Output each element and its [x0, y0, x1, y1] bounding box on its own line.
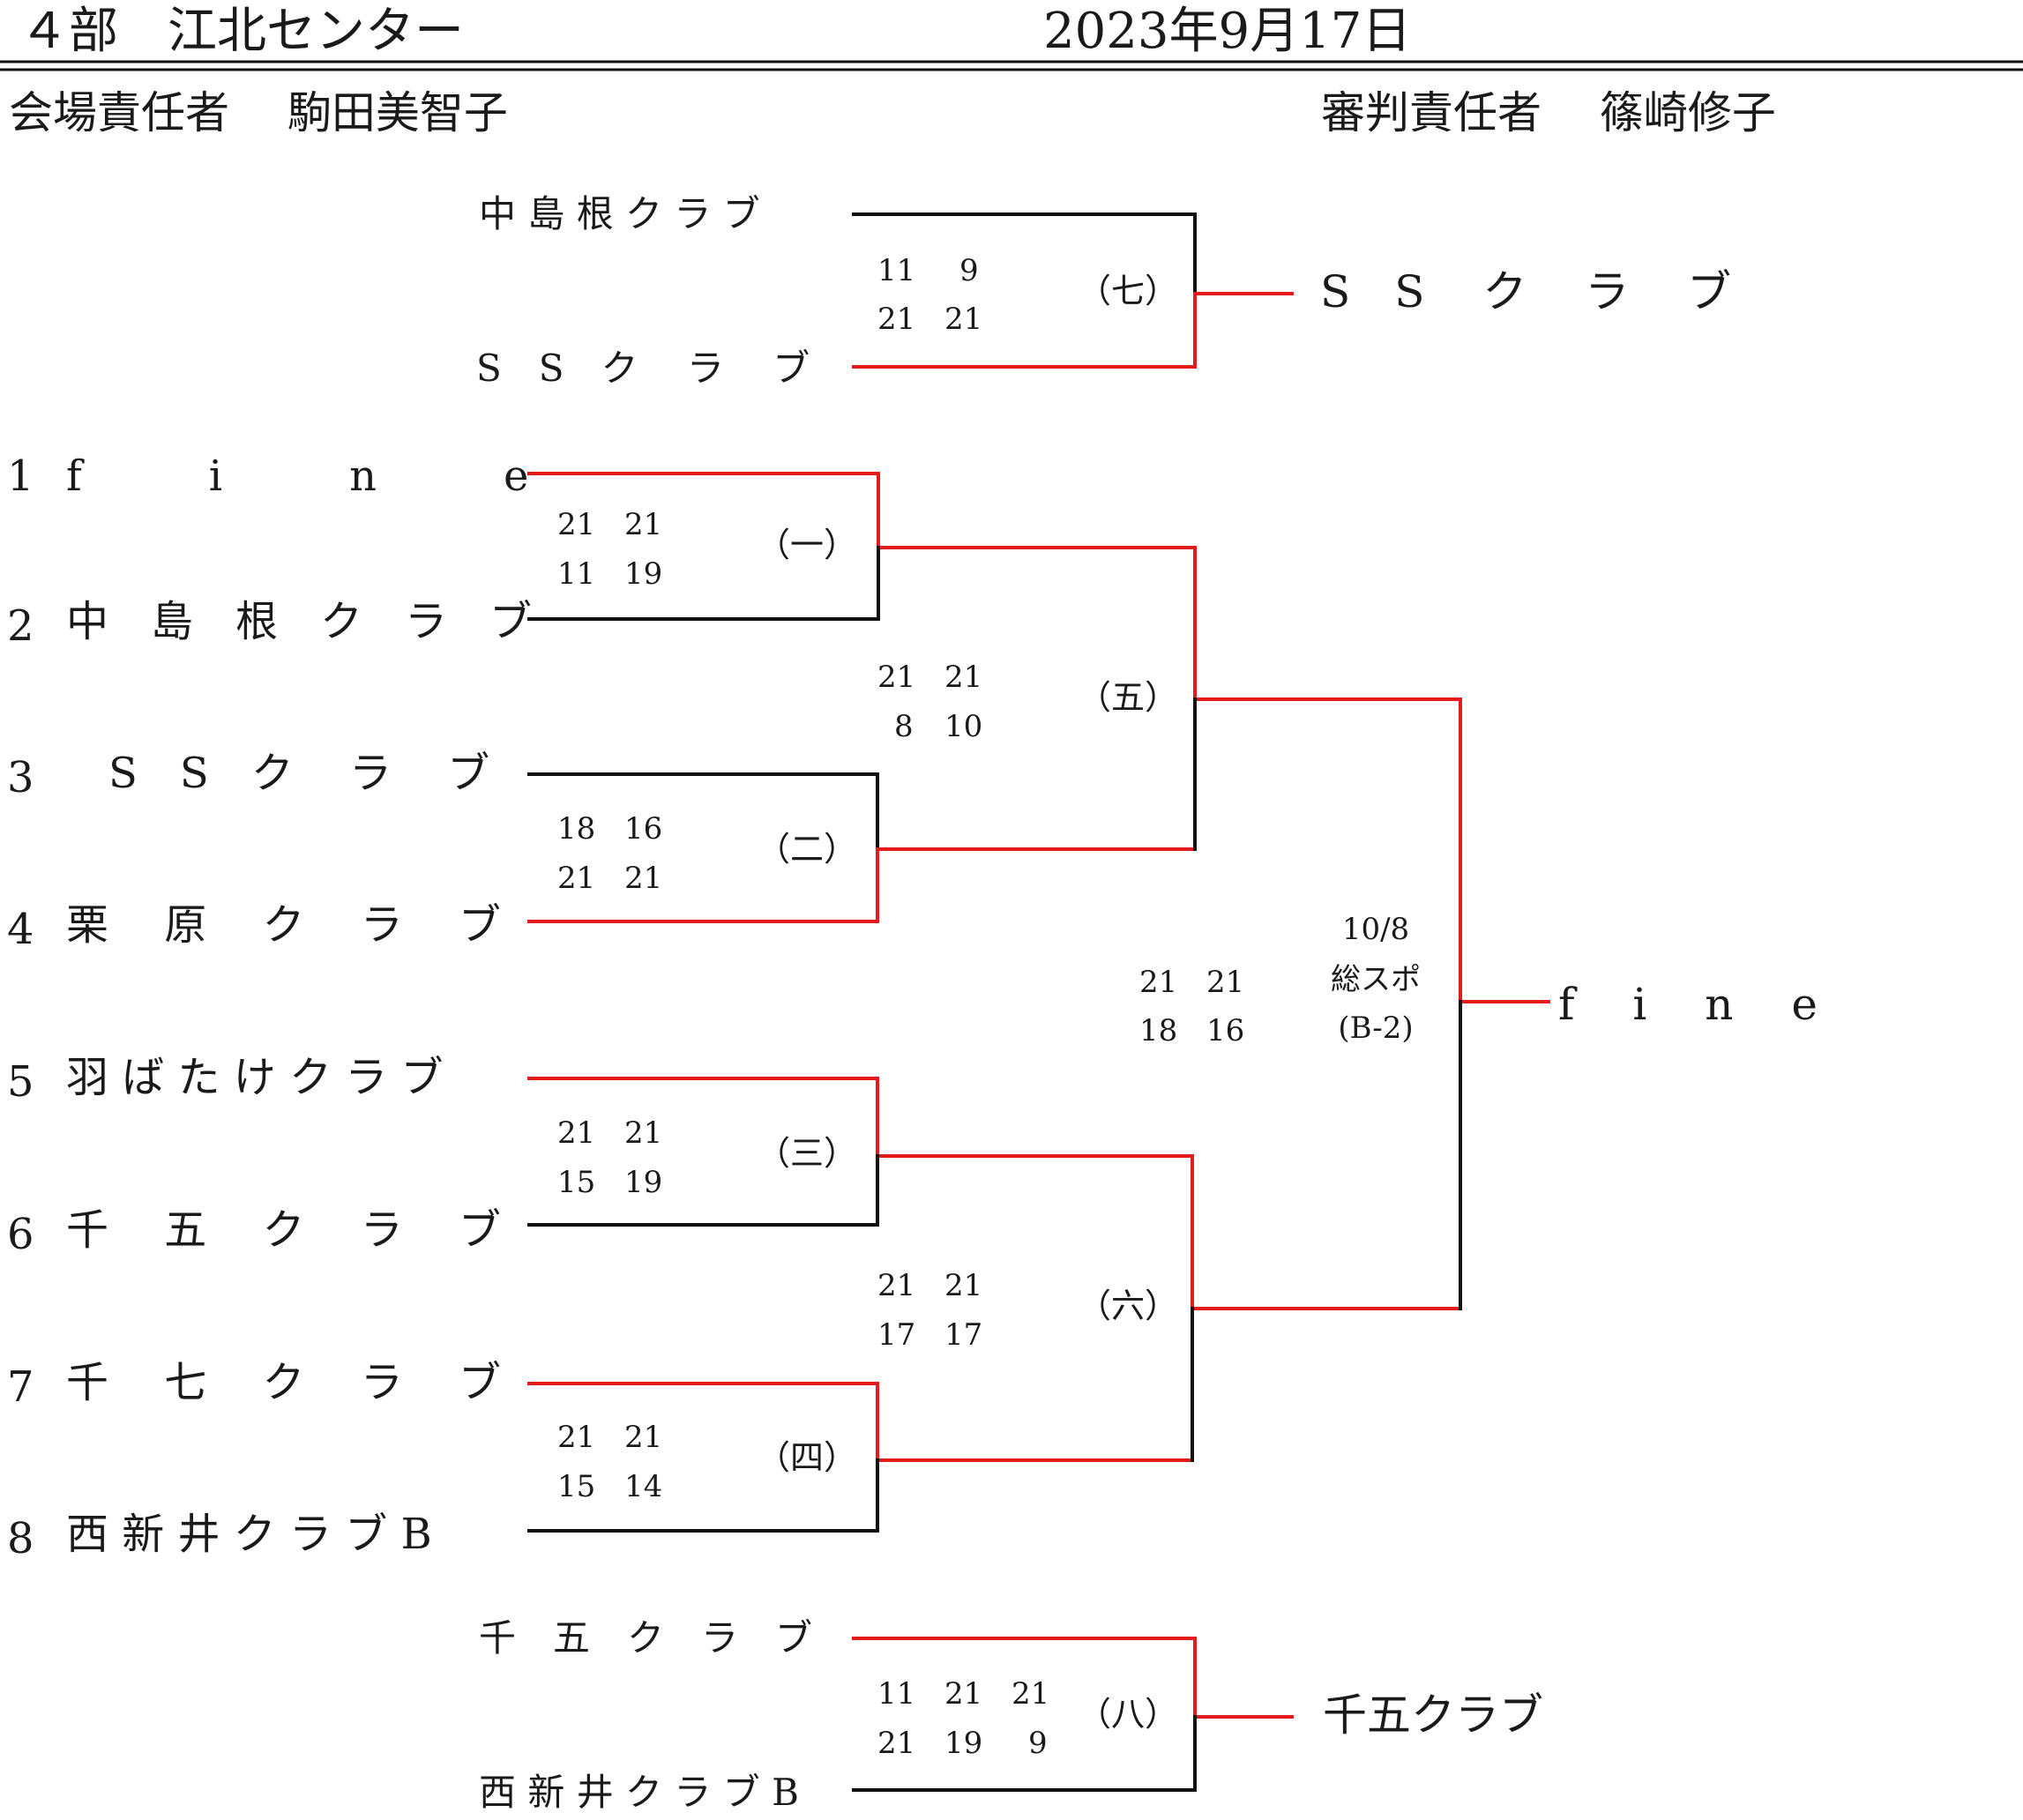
line-m4-win — [527, 1382, 1194, 1462]
final-score-1a: 21 — [1139, 965, 1178, 1000]
round-one: （一） — [757, 526, 858, 564]
line-m6-win — [1191, 1154, 1462, 1310]
seed-number: 2 — [7, 601, 34, 651]
top-team-b: S S ク ラ ブ — [476, 347, 810, 390]
top-score-2b: 21 — [944, 302, 983, 337]
m4-score-1a: 21 — [557, 1420, 596, 1455]
bottom-score-2c: 9 — [1028, 1726, 1048, 1761]
round-six: （六） — [1078, 1287, 1179, 1325]
line-m4-lose — [527, 1458, 879, 1533]
line-m1-win — [527, 472, 1197, 549]
bottom-score-1b: 21 — [944, 1676, 983, 1712]
m5-score-2b: 10 — [944, 709, 983, 744]
bottom-score-2a: 21 — [877, 1726, 916, 1761]
line-m3-lose — [527, 1154, 879, 1227]
m6-score-2b: 17 — [944, 1317, 983, 1353]
line-m3-win — [527, 1077, 1194, 1158]
seed-number: 6 — [7, 1210, 34, 1259]
final-score-2b: 16 — [1206, 1013, 1245, 1048]
bottom-winner: 千五クラブ — [1323, 1689, 1543, 1741]
m6-score-1b: 21 — [944, 1268, 983, 1303]
line-m5-win — [1193, 546, 1462, 701]
seed-number: 1 — [7, 451, 34, 501]
m2-score-1b: 16 — [624, 811, 663, 847]
m4-score-2a: 15 — [557, 1469, 596, 1504]
m2-score-2a: 21 — [557, 861, 596, 896]
m2-score-2b: 21 — [624, 861, 663, 896]
bottom-team-b: 西 新 井 ク ラ ブ B — [479, 1771, 799, 1814]
team-name: 栗 原 ク ラ ブ — [66, 900, 502, 950]
m3-score-1b: 21 — [624, 1115, 663, 1151]
line-m2-win — [527, 847, 1197, 923]
seed-number: 5 — [7, 1057, 34, 1107]
venue-manager: 会場責任者 駒田美智子 — [9, 87, 508, 138]
round-two: （二） — [757, 830, 858, 869]
event-date: 2023年9月17日 — [1043, 3, 1412, 60]
line-bottom-a-win — [852, 1637, 1294, 1719]
bottom-score-1c: 21 — [1012, 1676, 1050, 1712]
m6-score-1a: 21 — [877, 1268, 916, 1303]
final-score-2a: 18 — [1139, 1013, 1178, 1048]
final-date: 10/8 — [1341, 912, 1410, 947]
m1-score-1a: 21 — [557, 507, 596, 542]
team-name: 中 島 根 ク ラ ブ — [66, 597, 533, 646]
team-name: 西 新 井 ク ラ ブ B — [66, 1510, 432, 1559]
top-score-1a: 11 — [877, 253, 916, 288]
final-place: 総スポ — [1331, 962, 1421, 997]
team-name: S S ク ラ ブ — [66, 749, 490, 798]
m1-score-1b: 21 — [624, 507, 663, 542]
division-title: ４部 江北センター — [19, 3, 464, 60]
line-top-b-win — [852, 292, 1294, 369]
m5-score-2a: 8 — [894, 709, 914, 744]
m1-score-2a: 11 — [557, 556, 596, 592]
seed-number: 8 — [7, 1514, 34, 1563]
round-four: （四） — [757, 1438, 858, 1477]
m4-score-2b: 14 — [624, 1469, 663, 1504]
line-bottom-b — [852, 1715, 1197, 1792]
champion: f i n e — [1558, 979, 1818, 1030]
team-name: 羽 ば た け ク ラ ブ — [66, 1053, 444, 1102]
team-name: 千 七 ク ラ ブ — [66, 1358, 502, 1407]
m6-score-2a: 17 — [877, 1317, 916, 1353]
line-m1-lose — [527, 546, 880, 621]
final-court: (B-2) — [1338, 1011, 1414, 1046]
m3-score-2b: 19 — [624, 1165, 663, 1200]
seed-number: 4 — [7, 905, 34, 954]
team-name: 千 五 ク ラ ブ — [66, 1205, 502, 1255]
top-team-a: 中 島 根 ク ラ ブ — [479, 192, 760, 235]
line-m2-lose — [527, 772, 879, 851]
line-final-win — [1459, 697, 1550, 1003]
bottom-team-a: 千 五 ク ラ ブ — [479, 1616, 813, 1660]
round-eight: （八） — [1078, 1695, 1179, 1734]
line-top-a — [852, 213, 1197, 295]
round-seven: （七） — [1078, 272, 1179, 310]
m4-score-1b: 21 — [624, 1420, 663, 1455]
referee-manager: 審判責任者 篠崎修子 — [1321, 87, 1776, 138]
top-winner: S S ク ラ ブ — [1320, 266, 1732, 317]
bottom-score-2b: 19 — [944, 1726, 983, 1761]
final-score-1b: 21 — [1206, 965, 1245, 1000]
bottom-score-1a: 11 — [877, 1676, 916, 1712]
top-score-2a: 21 — [877, 302, 916, 337]
m5-score-1b: 21 — [944, 660, 983, 695]
top-score-1b: 9 — [959, 253, 979, 288]
seed-number: 3 — [7, 753, 34, 802]
team-name: f i n e — [66, 451, 529, 501]
m2-score-1a: 18 — [557, 811, 596, 847]
round-three: （三） — [757, 1134, 858, 1173]
round-five: （五） — [1078, 678, 1179, 717]
m1-score-2b: 19 — [624, 556, 663, 592]
m5-score-1a: 21 — [877, 660, 916, 695]
m3-score-1a: 21 — [557, 1115, 596, 1151]
seed-number: 7 — [7, 1362, 34, 1412]
m3-score-2a: 15 — [557, 1165, 596, 1200]
